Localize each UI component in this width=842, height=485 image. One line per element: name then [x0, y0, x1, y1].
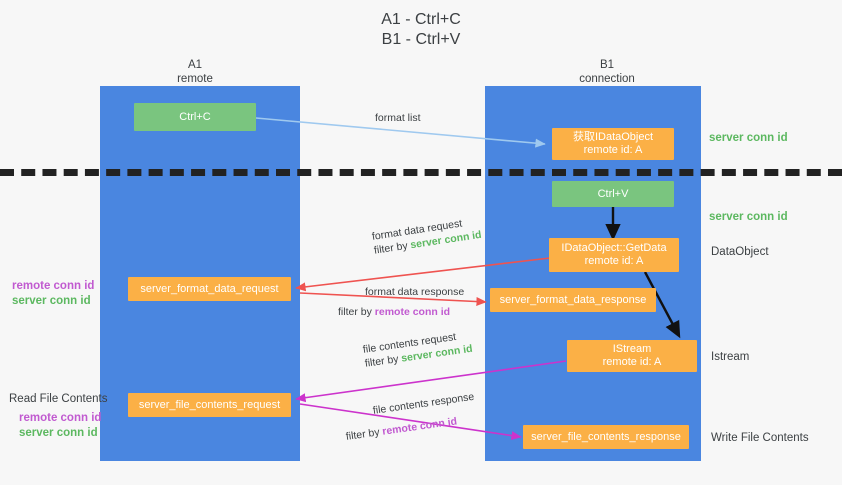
edge-label-file-contents-response-filter: filter by remote conn id — [345, 414, 458, 443]
filter-prefix: filter by — [338, 306, 375, 318]
title-line-2: B1 - Ctrl+V — [381, 31, 461, 48]
edge-label-format-data-request: format data request filter by server con… — [371, 214, 482, 258]
left-label-remote-conn-id-1: remote conn id — [12, 280, 95, 292]
filter-prefix: filter by — [345, 425, 384, 443]
edge-label-format-list: format list — [375, 111, 421, 125]
left-label-read-file-contents: Read File Contents — [9, 393, 108, 405]
node-server-format-data-request-label: server_format_data_request — [140, 282, 279, 295]
node-istream-line1: IStream — [612, 343, 652, 355]
node-istream-line2: remote id: A — [602, 356, 662, 368]
right-label-server-conn-id-top: server conn id — [709, 132, 788, 144]
node-idataobject-getdata[interactable]: IDataObject::GetData remote id: A — [549, 238, 679, 272]
node-server-format-data-response-label: server_format_data_response — [499, 293, 647, 306]
edge-label-format-data-response-text: format data response — [365, 286, 465, 298]
node-getdata-line2: remote id: A — [584, 255, 644, 267]
edge-label-file-contents-response-text: file contents response — [372, 390, 475, 417]
edge-label-format-list-text: format list — [375, 112, 421, 124]
column-header-b1: B1 connection — [532, 58, 682, 86]
node-idataobject-line1: 获取IDataObject — [572, 131, 654, 143]
left-label-server-conn-id-2: server conn id — [19, 427, 98, 439]
node-ctrl-c[interactable]: Ctrl+C — [134, 103, 256, 131]
left-label-remote-conn-id-2: remote conn id — [19, 412, 102, 424]
edge-label-format-data-response: format data response — [365, 285, 464, 299]
node-idataobject[interactable]: 获取IDataObject remote id: A — [552, 128, 674, 160]
edge-label-format-data-response-filter: filter by remote conn id — [338, 305, 450, 319]
node-idataobject-line2: remote id: A — [583, 144, 643, 156]
node-getdata-line1: IDataObject::GetData — [561, 242, 667, 254]
right-label-istream: Istream — [711, 351, 750, 363]
edge-label-file-contents-request: file contents request filter by server c… — [362, 328, 473, 371]
phase-separator — [0, 169, 842, 176]
node-server-file-contents-response[interactable]: server_file_contents_response — [523, 425, 689, 449]
node-server-file-contents-request[interactable]: server_file_contents_request — [128, 393, 291, 417]
title-line-1: A1 - Ctrl+C — [381, 11, 461, 28]
filter-value-remote-conn-id: remote conn id — [381, 415, 458, 438]
node-ctrl-v[interactable]: Ctrl+V — [552, 181, 674, 207]
right-label-server-conn-id-mid: server conn id — [709, 211, 788, 223]
diagram-title: A1 - Ctrl+C B1 - Ctrl+V — [0, 10, 842, 50]
column-header-a1-name: A1 — [187, 59, 203, 71]
column-header-a1-sub: remote — [177, 73, 213, 85]
node-server-file-contents-request-label: server_file_contents_request — [138, 398, 281, 411]
filter-value-remote-conn-id: remote conn id — [374, 306, 451, 318]
filter-prefix: filter by — [373, 239, 412, 257]
right-label-write-file-contents: Write File Contents — [711, 432, 809, 444]
column-header-a1: A1 remote — [120, 58, 270, 86]
left-label-server-conn-id-1: server conn id — [12, 295, 91, 307]
edge-label-file-contents-response: file contents response — [372, 390, 475, 418]
node-istream[interactable]: IStream remote id: A — [567, 340, 697, 372]
node-ctrl-v-label: Ctrl+V — [597, 187, 629, 200]
column-header-b1-name: B1 — [599, 59, 615, 71]
node-ctrl-c-label: Ctrl+C — [179, 110, 211, 123]
node-server-format-data-request[interactable]: server_format_data_request — [128, 277, 291, 301]
filter-prefix: filter by — [364, 352, 403, 370]
node-server-format-data-response[interactable]: server_format_data_response — [490, 288, 656, 312]
column-header-b1-sub: connection — [579, 73, 635, 85]
node-server-file-contents-response-label: server_file_contents_response — [531, 430, 681, 443]
right-label-dataobject: DataObject — [711, 246, 769, 258]
